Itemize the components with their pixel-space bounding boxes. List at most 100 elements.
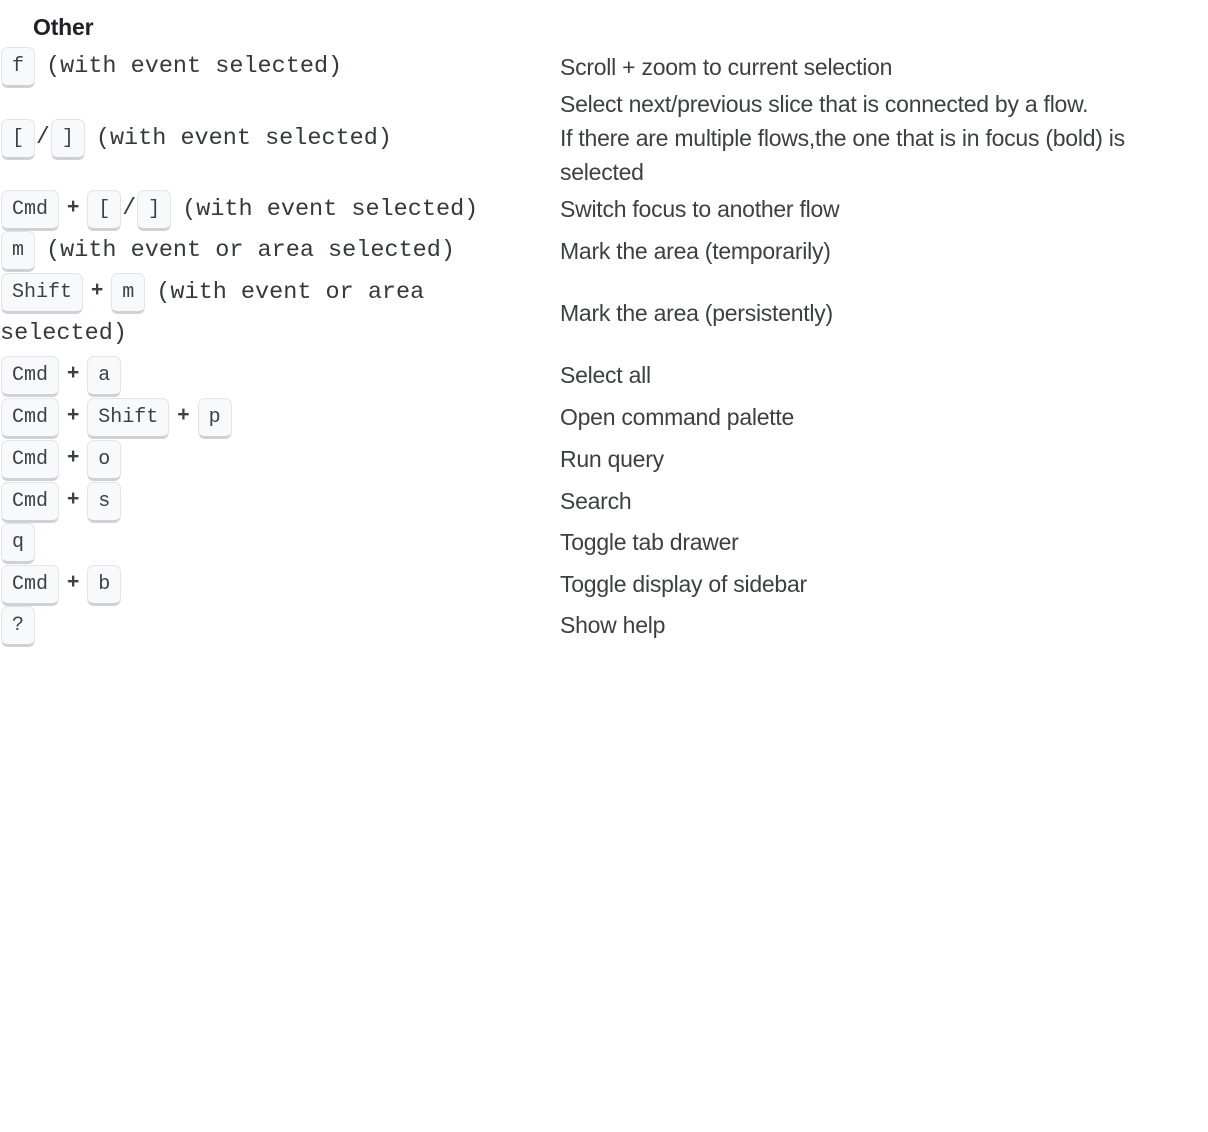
shortcut-description-line: Run query (560, 445, 664, 472)
shortcut-description-line: Mark the area (persistently) (560, 299, 833, 326)
keycap[interactable]: [ (1, 118, 36, 160)
shortcuts-table-body: f (with event selected) Scroll + zoom to c… (0, 47, 1208, 647)
keycap[interactable]: Shift (87, 397, 170, 439)
shortcut-description-line: Search (560, 487, 632, 514)
keycap[interactable]: m (111, 273, 146, 315)
keycap[interactable]: a (87, 355, 122, 397)
keycap[interactable]: Cmd (1, 397, 60, 439)
shortcut-description-line: If there are multiple flows,the one that… (560, 124, 1125, 185)
shortcut-keys-cell: [/](with event selected) (0, 88, 560, 189)
shortcut-keys-cell: Cmd + [/] (with event selected) (0, 189, 560, 232)
shortcut-keys-cell: Cmd + b (0, 564, 560, 606)
keycap[interactable]: q (1, 522, 36, 564)
shortcut-keys-cell: Cmd+Shift+p (0, 397, 560, 439)
shortcut-description-cell: Mark the area (persistently) (560, 272, 1208, 354)
shortcut-description-cell: Mark the area (temporarily) (560, 231, 1208, 272)
shortcut-description-line: Select all (560, 361, 651, 388)
shortcut-key-combo: Cmd + s (0, 481, 560, 523)
shortcut-key-combo: Cmd + o (0, 439, 560, 481)
shortcut-keys-cell: Cmd + a (0, 355, 560, 397)
key-separator-slash: / (122, 195, 137, 222)
shortcut-row: ? Show help (0, 605, 1208, 647)
shortcut-keys-cell: ? (0, 605, 560, 647)
shortcut-description: Mark the area (temporarily) (560, 235, 1208, 269)
key-separator-plus: + (67, 402, 80, 426)
shortcut-row: Cmd + s Search (0, 481, 1208, 523)
shortcut-description-line: Open command palette (560, 403, 795, 430)
shortcut-row: q Toggle tab drawer (0, 522, 1208, 564)
keycap[interactable]: s (87, 481, 122, 523)
shortcut-description-line: Show help (560, 612, 666, 639)
key-separator-plus: + (67, 195, 80, 219)
keycap[interactable]: ? (1, 605, 36, 647)
shortcut-context-note: (with event selected) (46, 53, 343, 80)
shortcut-row: f (with event selected) Scroll + zoom to c… (0, 47, 1208, 88)
shortcut-description-line: Mark the area (temporarily) (560, 237, 831, 264)
shortcut-row: Cmd + [/] (with event selected) Switch focus… (0, 189, 1208, 232)
keycap[interactable]: p (197, 397, 232, 439)
shortcut-description-cell: Run query (560, 439, 1208, 481)
shortcut-keys-cell: Cmd + o (0, 439, 560, 481)
keycap[interactable]: ] (50, 118, 85, 160)
shortcut-description-line: Switch focus to another flow (560, 196, 840, 223)
keycap[interactable]: Cmd (1, 190, 60, 232)
shortcut-key-combo: Shift + m(with event or area selected) (0, 272, 560, 354)
shortcut-keys-cell: m (with event or area selected) (0, 231, 560, 273)
keycap[interactable]: Shift (1, 273, 84, 315)
shortcut-description-line: Select next/previous slice that is conne… (560, 91, 1089, 117)
shortcut-description: Show help (560, 609, 1208, 643)
shortcut-keys-cell: Shift + m(with event or area selected) (0, 272, 560, 354)
shortcut-description: Mark the area (persistently) (560, 297, 1208, 331)
shortcut-description-cell: Open command palette (560, 397, 1208, 439)
shortcut-row: Cmd + a Select all (0, 355, 1208, 397)
shortcut-description: Search (560, 485, 1208, 519)
shortcut-context-note: (with event or area selected) (46, 237, 455, 265)
shortcut-key-combo: Cmd+Shift+p (0, 397, 560, 439)
shortcut-row: Cmd + o Run query (0, 439, 1208, 481)
shortcut-description: Select all (560, 359, 1208, 393)
keycap[interactable]: m (1, 231, 36, 273)
shortcut-key-combo: [/](with event selected) (0, 118, 560, 160)
shortcut-description: Open command palette (560, 401, 1208, 435)
shortcut-row: m (with event or area selected) Mark the a… (0, 231, 1208, 273)
shortcut-keys-cell: f (with event selected) (0, 47, 560, 88)
keycap[interactable]: f (1, 47, 36, 88)
shortcut-context-note: (with event or area selected) (0, 279, 425, 348)
shortcut-description-cell: Toggle tab drawer (560, 523, 1208, 564)
shortcut-description-cell: Search (560, 481, 1208, 523)
shortcut-description: Scroll + zoom to current selection (560, 51, 1208, 85)
key-separator-slash: / (36, 123, 50, 150)
keycap[interactable]: Cmd (1, 355, 60, 397)
keycap[interactable]: [ (87, 190, 122, 232)
shortcut-description-cell: Switch focus to another flow (560, 189, 1208, 231)
keycap[interactable]: ] (137, 190, 172, 232)
keycap[interactable]: Cmd (1, 481, 60, 523)
shortcut-description-cell: Show help (560, 606, 1208, 647)
shortcut-row: [/](with event selected)Select next/prev… (0, 88, 1208, 189)
shortcut-row: Cmd + b Toggle display of sidebar (0, 564, 1208, 606)
key-separator-plus: + (67, 360, 80, 384)
key-separator-plus: + (67, 569, 80, 593)
keycap[interactable]: Cmd (1, 439, 60, 481)
shortcut-keys-cell: Cmd + s (0, 481, 560, 523)
shortcut-context-note: (with event selected) (182, 196, 479, 224)
shortcut-key-combo: f (with event selected) (0, 47, 560, 88)
shortcuts-table: f (with event selected) Scroll + zoom to c… (0, 47, 1208, 647)
shortcut-key-combo: q (0, 522, 560, 564)
shortcut-description-line: Toggle display of sidebar (560, 570, 807, 597)
keycap[interactable]: b (87, 564, 122, 606)
key-separator-plus: + (91, 278, 104, 302)
shortcut-keys-cell: q (0, 522, 560, 564)
key-separator-plus: + (67, 486, 80, 510)
shortcut-description-cell: Scroll + zoom to current selection (560, 47, 1208, 88)
shortcut-description: Toggle display of sidebar (560, 568, 1208, 602)
shortcut-description: Toggle tab drawer (560, 526, 1208, 560)
shortcut-key-combo: Cmd + [/] (with event selected) (0, 189, 560, 232)
keycap[interactable]: o (87, 439, 122, 481)
key-separator-plus: + (67, 444, 80, 468)
keycap[interactable]: Cmd (1, 564, 60, 606)
shortcut-key-combo: Cmd + b (0, 564, 560, 606)
shortcut-description: Switch focus to another flow (560, 193, 1208, 227)
section-title-other: Other (33, 14, 94, 40)
